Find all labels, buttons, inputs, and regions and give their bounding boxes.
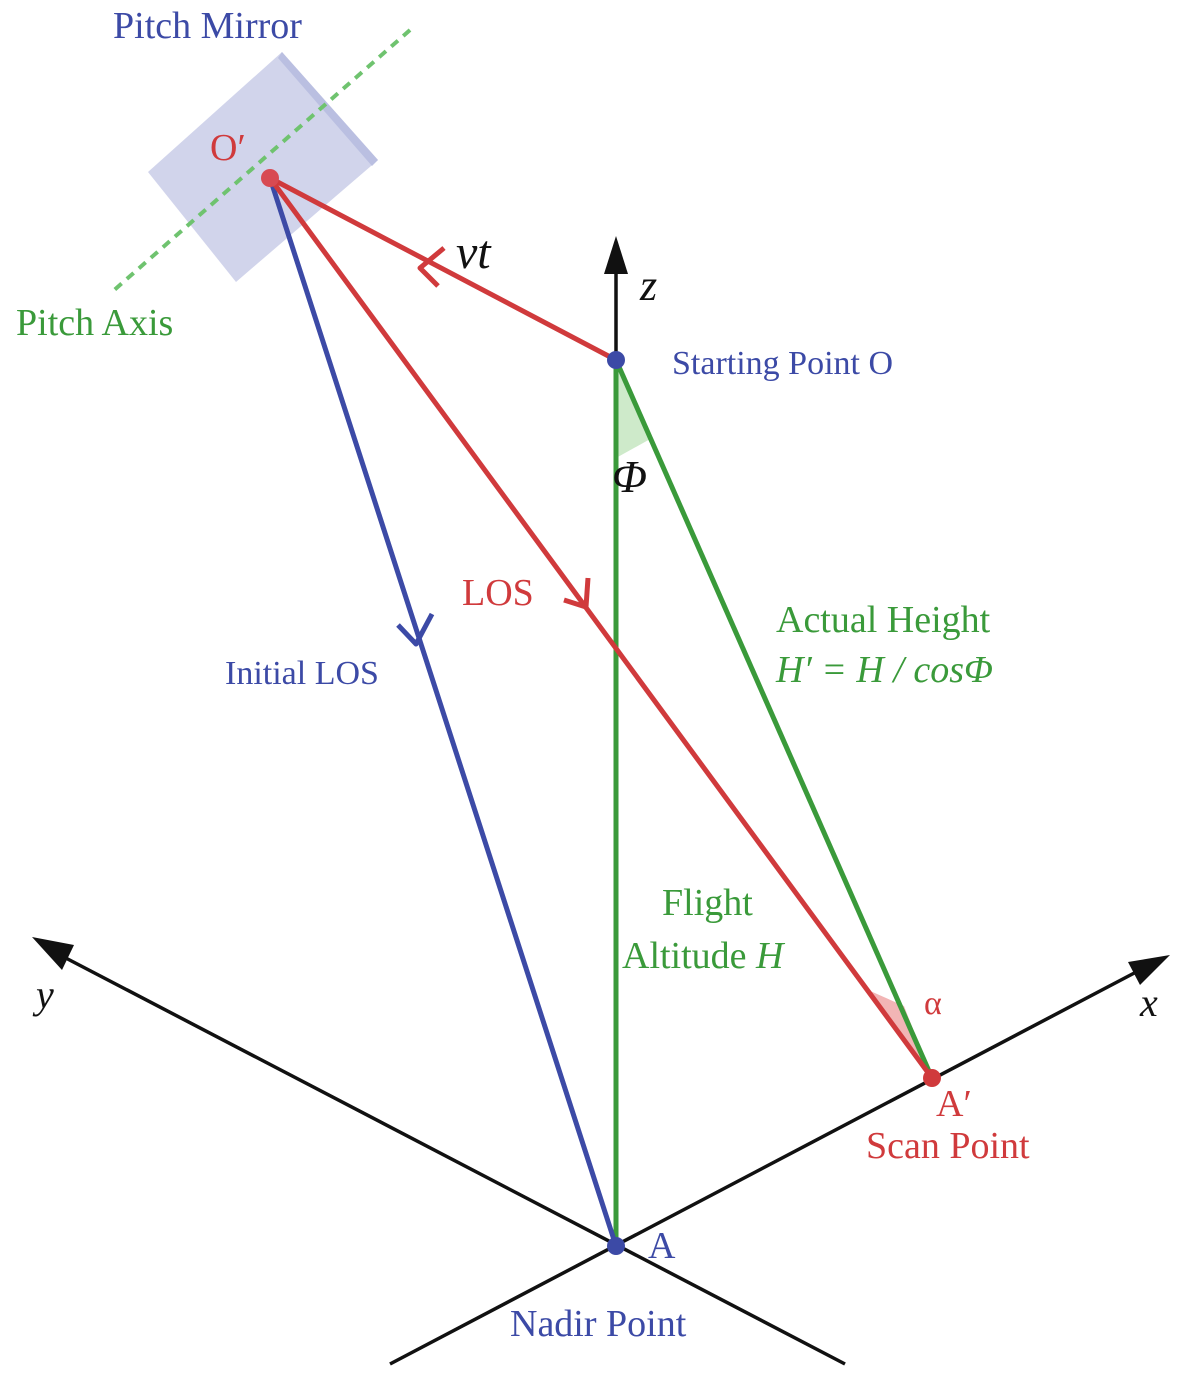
alpha-label: α	[924, 985, 942, 1022]
vt-arrow	[417, 246, 446, 288]
a-label: A	[648, 1225, 676, 1267]
initial-los-arrow	[396, 612, 435, 647]
point-o	[607, 351, 625, 369]
actual-height-title: Actual Height	[776, 599, 991, 641]
vt-label: vt	[456, 226, 492, 279]
a-prime-label: A′	[936, 1083, 972, 1125]
los-label: LOS	[462, 572, 534, 614]
los-arrow	[563, 577, 591, 610]
point-a-prime	[923, 1069, 941, 1087]
point-o-prime	[261, 169, 279, 187]
o-prime-label: O′	[210, 127, 246, 169]
initial-los-line	[267, 177, 619, 1247]
initial-los-label: Initial LOS	[225, 655, 379, 692]
x-axis-arrowhead	[1128, 955, 1170, 985]
flight-label: Flight	[662, 882, 753, 924]
los-line	[267, 176, 935, 1080]
phi-label: Φ	[612, 451, 647, 502]
starting-point-label: Starting Point O	[672, 345, 893, 382]
nadir-point-label: Nadir Point	[510, 1303, 687, 1345]
altitude-variable: H	[755, 935, 786, 977]
z-axis-arrowhead	[604, 236, 628, 274]
actual-height-formula: H′ = H / cosΦ	[775, 649, 993, 691]
z-axis-label: z	[639, 261, 657, 310]
altitude-label: Altitude H	[622, 935, 786, 977]
y-axis-line	[59, 953, 846, 1366]
x-axis-label: x	[1139, 980, 1158, 1025]
pitch-mirror-label: Pitch Mirror	[113, 5, 302, 47]
scan-point-label: Scan Point	[866, 1125, 1030, 1167]
pitch-axis-line	[110, 28, 412, 294]
x-axis-line	[389, 968, 1141, 1366]
point-a	[607, 1237, 625, 1255]
vt-line	[268, 175, 618, 363]
altitude-prefix: Altitude	[622, 935, 756, 977]
y-axis-label: y	[32, 972, 54, 1017]
y-axis-arrowhead	[32, 937, 74, 970]
pitch-axis-label: Pitch Axis	[16, 302, 173, 344]
actual-height-line	[613, 358, 935, 1080]
pitch-mirror-plate-edge	[278, 52, 378, 166]
